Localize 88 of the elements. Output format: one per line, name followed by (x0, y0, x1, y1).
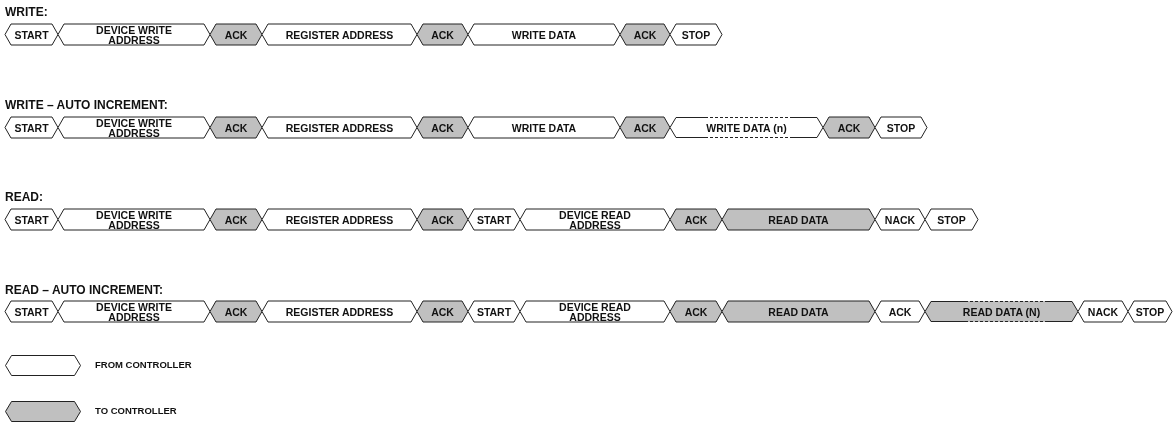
field-label: WRITE DATA (510, 122, 578, 133)
field-label: STOP (680, 29, 712, 40)
protocol-field (58, 209, 210, 230)
field-label: READ DATA (767, 214, 830, 225)
field-label: ACK (430, 29, 455, 40)
protocol-field (875, 209, 925, 230)
protocol-field (823, 117, 875, 138)
protocol-field (670, 301, 722, 322)
field-label: START (475, 306, 513, 317)
field-label: DEVICE READ ADDRESS (558, 209, 632, 230)
sequence-title: WRITE – AUTO INCREMENT: (5, 98, 168, 112)
field-label: ACK (430, 214, 455, 225)
protocol-field (670, 24, 722, 45)
field-label: DEVICE WRITE ADDRESS (95, 209, 173, 230)
protocol-field (620, 24, 670, 45)
field-label: ACK (887, 306, 913, 317)
protocol-field (58, 24, 210, 45)
protocol-field (1078, 301, 1128, 322)
protocol-field (520, 301, 670, 322)
protocol-field (417, 117, 468, 138)
protocol-field (262, 209, 417, 230)
field-label: START (13, 214, 50, 225)
protocol-field (468, 301, 520, 322)
protocol-field (262, 24, 417, 45)
field-label: REGISTER ADDRESS (284, 214, 395, 225)
protocol-field (620, 117, 670, 138)
protocol-field (468, 24, 620, 45)
legend-label: FROM CONTROLLER (95, 359, 192, 370)
legend-label: TO CONTROLLER (95, 405, 177, 416)
field-label: WRITE DATA (510, 29, 578, 40)
field-label: READ DATA (N) (961, 306, 1042, 317)
field-label: ACK (683, 214, 709, 225)
field-label: REGISTER ADDRESS (284, 122, 395, 133)
field-label: DEVICE READ ADDRESS (558, 301, 632, 322)
protocol-field (468, 117, 620, 138)
field-label: ACK (223, 29, 249, 40)
protocol-field (262, 117, 417, 138)
protocol-field (210, 209, 262, 230)
protocol-field (5, 301, 58, 322)
field-label: DEVICE WRITE ADDRESS (95, 301, 173, 322)
field-label: STOP (936, 214, 967, 225)
field-label: START (475, 214, 513, 225)
field-label: ACK (430, 122, 455, 133)
field-label: START (13, 306, 50, 317)
field-label: ACK (632, 29, 658, 40)
protocol-field (670, 117, 823, 138)
field-label: ACK (683, 306, 709, 317)
protocol-field (5, 117, 58, 138)
protocol-field (1128, 301, 1172, 322)
field-label: READ DATA (767, 306, 830, 317)
field-label: DEVICE WRITE ADDRESS (95, 117, 173, 138)
field-label: START (13, 122, 50, 133)
field-label: ACK (430, 306, 455, 317)
protocol-field (5, 209, 58, 230)
protocol-field (5, 24, 58, 45)
protocol-field (210, 24, 262, 45)
field-label: NACK (1086, 306, 1120, 317)
field-label: STOP (1134, 306, 1166, 317)
protocol-field (262, 301, 417, 322)
field-label: WRITE DATA (n) (705, 122, 788, 133)
protocol-field (417, 209, 468, 230)
protocol-field (468, 209, 520, 230)
protocol-field (210, 301, 262, 322)
protocol-field (210, 117, 262, 138)
protocol-field (417, 24, 468, 45)
protocol-field (58, 117, 210, 138)
protocol-field (875, 117, 927, 138)
field-label: START (13, 29, 50, 40)
field-label: STOP (885, 122, 917, 133)
protocol-field (925, 209, 978, 230)
field-label: REGISTER ADDRESS (284, 29, 395, 40)
field-label: ACK (836, 122, 862, 133)
protocol-field (925, 301, 1078, 322)
field-label: ACK (632, 122, 658, 133)
protocol-field (417, 301, 468, 322)
sequence-title: READ: (5, 190, 43, 204)
field-label: ACK (223, 306, 249, 317)
field-label: ACK (223, 122, 249, 133)
protocol-field (670, 209, 722, 230)
sequence-title: WRITE: (5, 5, 48, 19)
field-label: NACK (883, 214, 917, 225)
field-label: REGISTER ADDRESS (284, 306, 395, 317)
protocol-field (58, 301, 210, 322)
protocol-field (875, 301, 925, 322)
field-label: ACK (223, 214, 249, 225)
protocol-field (520, 209, 670, 230)
sequence-title: READ – AUTO INCREMENT: (5, 283, 163, 297)
field-label: DEVICE WRITE ADDRESS (95, 24, 173, 45)
